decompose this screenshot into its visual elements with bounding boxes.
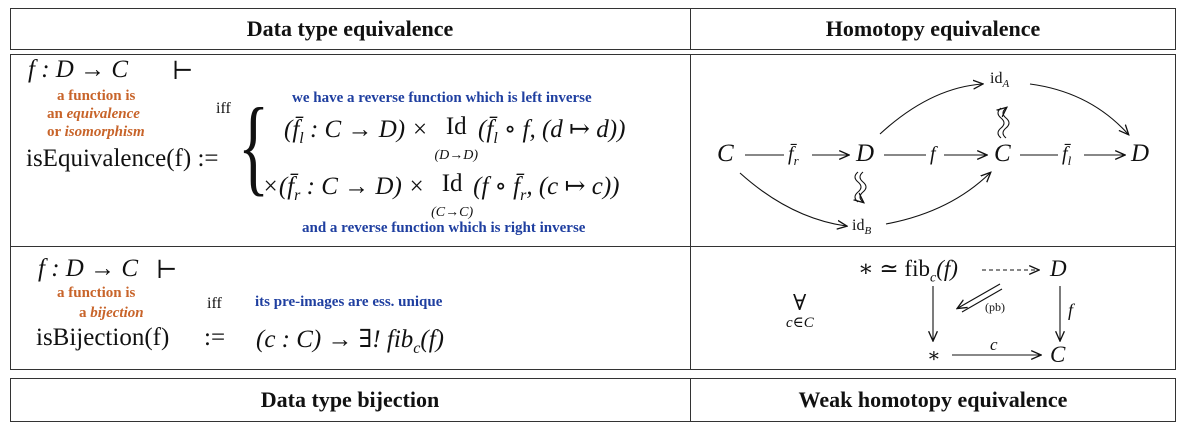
bijection-turnstile: ⊢ — [156, 257, 178, 284]
row1-sub: l — [299, 130, 304, 147]
row2-fbar: ×(f̄ — [262, 173, 295, 200]
fib-tail: (f) — [936, 256, 958, 281]
row-divider — [10, 246, 1176, 247]
arc-idB-to-C — [885, 173, 990, 225]
equivalence-brace: { — [238, 87, 270, 206]
arc-C-to-idB — [739, 172, 846, 226]
equivalence-row2: ×(f̄r : C → D) × Id(C→C)(f ∘ f̄r, (c ↦ c… — [262, 171, 619, 221]
content-table — [10, 54, 1176, 370]
node-D: D — [1050, 256, 1067, 281]
row1-fbar2: (f̄ — [478, 116, 494, 143]
rhs-main: (c : C) → ∃! fib — [256, 326, 414, 353]
squiggle-up — [1003, 108, 1010, 139]
equivalence-note-line2: an equivalence — [47, 106, 140, 123]
equivalence-iff: iff — [216, 100, 231, 117]
top-header-row — [10, 8, 1176, 50]
row2-compose: (f ∘ f̄ — [473, 173, 521, 200]
row1-sub2: l — [493, 130, 498, 147]
note-prefix: a — [79, 305, 91, 321]
fl-sub: l — [1067, 153, 1072, 168]
bijection-note-line1: a function is — [57, 285, 136, 301]
node-C: C — [717, 140, 734, 167]
row1-id-sub: (D→D) — [434, 148, 479, 163]
label-pb: (pb) — [985, 300, 1005, 314]
top-header-divider — [690, 8, 691, 50]
bottom-header-divider — [690, 378, 691, 422]
node-D1: D — [856, 140, 875, 167]
equivalence-blue-top: we have a reverse function which is left… — [292, 90, 592, 106]
idA-sub: A — [1002, 78, 1010, 91]
row2-id: Id — [441, 170, 463, 197]
fr-main: f̄ — [788, 143, 794, 165]
bijection-signature: f : D → C — [38, 255, 138, 282]
forall-sub: c∈C — [786, 315, 814, 331]
content-divider — [690, 54, 691, 370]
note-prefix: an — [47, 106, 67, 122]
rhs-tail: (f) — [420, 326, 444, 353]
squiggle-down — [860, 171, 867, 202]
equivalence-blue-bottom: and a reverse function which is right in… — [302, 220, 586, 236]
note-bijection: bijection — [90, 305, 144, 321]
bijection-iff: iff — [207, 295, 222, 312]
row1-fbar: (f̄ — [284, 116, 300, 143]
fib-sub: c — [929, 270, 937, 286]
label-fl: f̄l — [1062, 143, 1071, 169]
label-c-bottom: c — [990, 335, 998, 354]
bijection-note-line2: a bijection — [79, 305, 144, 322]
fib-main: ∗ ≃ fib — [858, 256, 930, 281]
row2-sub2: r — [520, 187, 527, 204]
equivalence-turnstile: ⊢ — [172, 58, 194, 85]
equivalence-lhs: isEquivalence(f) := — [26, 145, 219, 172]
header-homotopy-equivalence: Homotopy equivalence — [825, 16, 1041, 41]
header-weak-homotopy-equivalence: Weak homotopy equivalence — [798, 387, 1068, 412]
arrow-pb-1 — [958, 283, 1001, 308]
node-C2: C — [994, 140, 1011, 167]
label-f: f — [930, 143, 936, 165]
equivalence-note-line1: a function is — [57, 88, 136, 104]
note-prefix: or — [47, 124, 65, 140]
row1-id: Id — [445, 113, 467, 140]
row2-type: : C → D) × — [300, 173, 432, 200]
row2-tail: , (c ↦ c)) — [526, 173, 620, 200]
node-star: ∗ — [927, 345, 941, 367]
fr-sub: r — [793, 153, 799, 168]
header-data-type-bijection: Data type bijection — [260, 387, 440, 412]
squiggle-down-2 — [854, 171, 862, 203]
forall-symbol: ∀ — [793, 290, 807, 315]
arc-D-to-idA — [879, 84, 982, 135]
equivalence-note-line3: or isomorphism — [47, 124, 145, 141]
idB-sub: B — [864, 225, 872, 238]
idA-main: id — [990, 70, 1003, 87]
row2-sub: r — [294, 187, 301, 204]
bijection-lhs: isBijection(f) — [36, 324, 170, 351]
equivalence-row1: (f̄l : C → D) × Id(D→D)(f̄l ∘ f, (d ↦ d)… — [284, 114, 625, 164]
node-D2: D — [1131, 140, 1150, 167]
label-fr: f̄r — [788, 143, 799, 169]
arrow-pb-2 — [961, 288, 1003, 313]
idB-main: id — [852, 217, 865, 234]
note-equivalence: equivalence — [66, 106, 140, 122]
bijection-blue: its pre-images are ess. unique — [255, 294, 443, 310]
bijection-rhs: (c : C) → ∃! fibc(f) — [256, 324, 444, 358]
note-isomorphism: isomorphism — [64, 124, 145, 140]
arc-idA-to-D — [1029, 83, 1128, 134]
bijection-assign: := — [204, 324, 226, 351]
label-idB: idB — [852, 217, 871, 237]
equivalence-signature: f : D → C — [28, 56, 128, 83]
label-f-right: f — [1068, 300, 1074, 320]
header-data-type-equivalence: Data type equivalence — [246, 16, 454, 41]
node-fib: ∗ ≃ fibc(f) — [858, 256, 958, 287]
row1-tail: ∘ f, (d ↦ d)) — [497, 116, 626, 143]
row1-type: : C → D) × — [303, 116, 435, 143]
label-idA: idA — [990, 70, 1009, 90]
row2-id-sub: (C→C) — [431, 205, 474, 220]
bottom-header-row — [10, 378, 1176, 422]
fl-main: f̄ — [1062, 143, 1068, 165]
squiggle-up-2 — [997, 107, 1005, 139]
node-C-bottom: C — [1050, 342, 1066, 367]
rhs-sub: c — [413, 340, 421, 357]
